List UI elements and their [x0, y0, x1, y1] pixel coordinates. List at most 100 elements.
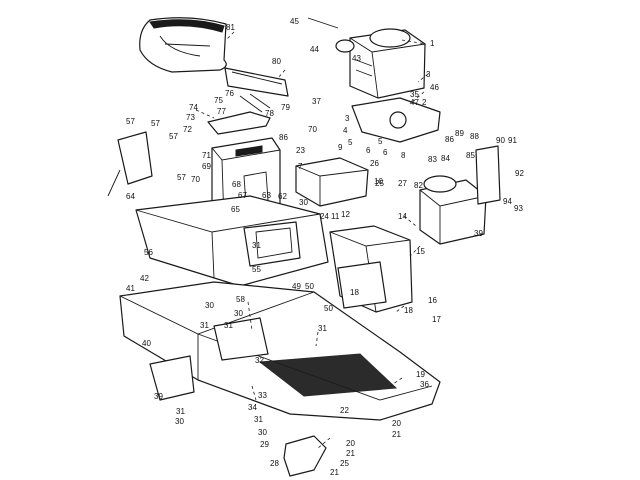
- part-number-78: 78: [265, 109, 274, 118]
- part-number-31d: 31: [200, 321, 209, 330]
- part-number-19: 19: [416, 370, 425, 379]
- part-number-57c: 57: [169, 132, 178, 141]
- part-number-44: 44: [310, 45, 319, 54]
- part-number-30e: 30: [258, 428, 267, 437]
- part-number-49: 49: [292, 282, 301, 291]
- part-number-63: 63: [262, 191, 271, 200]
- part-number-62: 62: [278, 192, 287, 201]
- part-number-34: 34: [248, 403, 257, 412]
- part-number-57b: 57: [151, 119, 160, 128]
- part-number-45: 45: [290, 17, 299, 26]
- part-number-41: 41: [126, 284, 135, 293]
- part-number-65: 65: [231, 205, 240, 214]
- part-number-23: 23: [296, 146, 305, 155]
- part-number-94: 94: [503, 197, 512, 206]
- part-number-42: 42: [140, 274, 149, 283]
- part-number-58: 58: [236, 295, 245, 304]
- part-number-72: 72: [183, 125, 192, 134]
- chassis-frame: [119, 281, 441, 421]
- part-number-50: 50: [305, 282, 314, 291]
- part-number-30c: 30: [234, 309, 243, 318]
- part-number-25: 25: [375, 179, 384, 188]
- part-number-5: 5: [348, 138, 353, 147]
- part-number-15: 15: [416, 247, 425, 256]
- part-number-39b: 39: [154, 392, 163, 401]
- part-number-4: 4: [343, 126, 348, 135]
- part-number-89: 89: [455, 129, 464, 138]
- part-number-46: 46: [430, 83, 439, 92]
- part-number-9: 9: [338, 143, 343, 152]
- part-number-18a: 18: [350, 288, 359, 297]
- part-number-86: 86: [279, 133, 288, 142]
- transmission: [419, 145, 501, 245]
- part-number-93: 93: [514, 204, 523, 213]
- part-number-70b: 70: [191, 175, 200, 184]
- part-number-77: 77: [217, 107, 226, 116]
- leader-lines: [195, 31, 429, 449]
- part-number-25b: 25: [340, 459, 349, 468]
- part-number-57d: 57: [177, 173, 186, 182]
- part-number-64: 64: [126, 192, 135, 201]
- part-number-31a: 31: [252, 241, 261, 250]
- part-number-16: 16: [428, 296, 437, 305]
- part-number-69: 69: [202, 162, 211, 171]
- part-number-11: 11: [331, 212, 340, 221]
- part-number-32: 32: [255, 356, 264, 365]
- part-number-20a: 20: [392, 419, 401, 428]
- seat-plate: [224, 67, 289, 97]
- part-number-31c: 31: [224, 321, 233, 330]
- part-number-71: 71: [202, 151, 211, 160]
- part-number-90: 90: [496, 136, 505, 145]
- part-number-56: 56: [144, 248, 153, 257]
- part-number-57a: 57: [126, 117, 135, 126]
- part-number-6b: 6: [383, 148, 388, 157]
- part-number-86b: 86: [445, 135, 454, 144]
- part-number-26: 26: [370, 159, 379, 168]
- pedal-bracket: [117, 131, 153, 185]
- engine: [307, 17, 426, 99]
- part-number-31f: 31: [318, 324, 327, 333]
- part-number-2: 2: [422, 98, 427, 107]
- part-number-3b: 3: [345, 114, 350, 123]
- fuel-tank: [295, 157, 369, 207]
- hood-body: [135, 195, 329, 287]
- part-number-92: 92: [515, 169, 524, 178]
- part-number-84: 84: [441, 154, 450, 163]
- part-number-30b: 30: [175, 417, 184, 426]
- part-number-5b: 5: [378, 137, 383, 146]
- part-number-29: 29: [260, 440, 269, 449]
- part-number-39a: 39: [474, 229, 483, 238]
- part-number-27: 27: [398, 179, 407, 188]
- part-number-88: 88: [470, 132, 479, 141]
- part-number-43: 43: [352, 54, 361, 63]
- part-number-75: 75: [214, 96, 223, 105]
- part-number-30d: 30: [205, 301, 214, 310]
- part-number-20b: 20: [346, 439, 355, 448]
- part-number-79: 79: [281, 103, 290, 112]
- part-number-50b: 50: [324, 304, 333, 313]
- part-number-24: 24: [320, 212, 329, 221]
- seat-bracket: [207, 111, 271, 135]
- part-number-8: 8: [401, 151, 406, 160]
- part-number-81: 81: [226, 23, 235, 32]
- part-number-21b: 21: [346, 449, 355, 458]
- part-number-28: 28: [270, 459, 279, 468]
- part-number-73: 73: [186, 113, 195, 122]
- part-number-80: 80: [272, 57, 281, 66]
- part-number-37: 37: [312, 97, 321, 106]
- part-number-30: 30: [299, 198, 308, 207]
- part-number-12: 12: [341, 210, 350, 219]
- part-number-36: 36: [420, 380, 429, 389]
- part-number-17: 17: [432, 315, 441, 324]
- part-number-1: 1: [430, 39, 435, 48]
- foot-bracket-left: [149, 355, 195, 401]
- part-number-68: 68: [232, 180, 241, 189]
- part-number-67: 67: [238, 191, 247, 200]
- front-bracket: [283, 435, 327, 477]
- part-number-22: 22: [340, 406, 349, 415]
- part-number-10: 10: [374, 177, 383, 186]
- part-number-33: 33: [258, 391, 267, 400]
- part-number-85: 85: [466, 151, 475, 160]
